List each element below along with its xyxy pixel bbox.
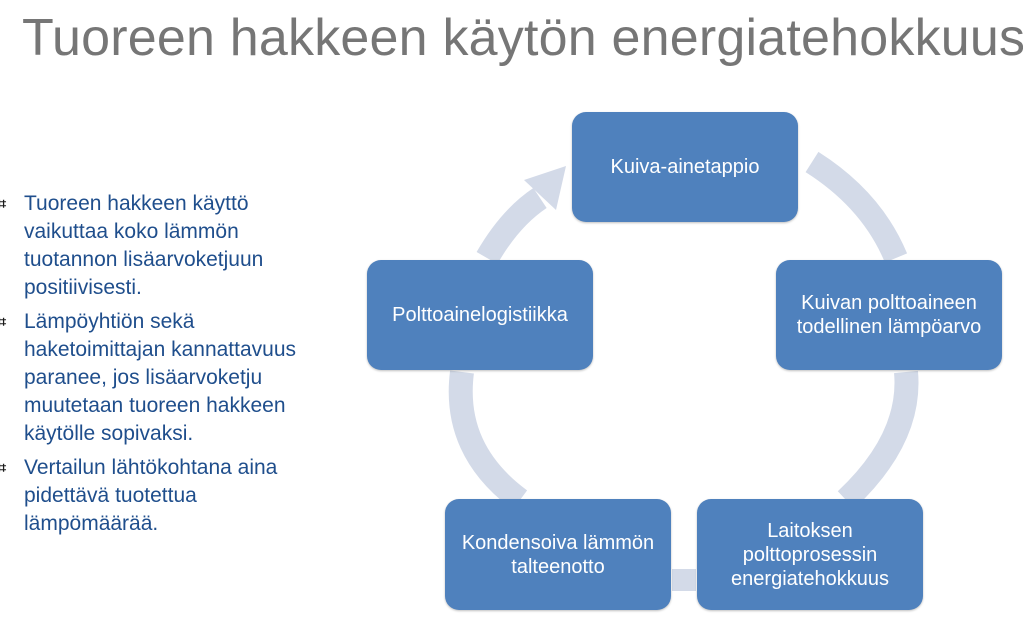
bullet-list: ⌗ Tuoreen hakkeen käyttö vaikuttaa koko … [0,190,320,544]
node-label: Kuiva-ainetappio [610,156,760,178]
bullet-text: Lämpöyhtiön sekä haketoimittajan kannatt… [24,310,297,445]
cycle-arc-top-left [476,188,547,265]
bullet-text: Tuoreen hakkeen käyttö vaikuttaa koko lä… [24,192,264,299]
node-label: Polttoainelogistiikka [392,304,568,326]
cycle-arc-top-right [805,151,908,263]
bullet-item: ⌗ Tuoreen hakkeen käyttö vaikuttaa koko … [0,190,320,302]
node-label: Kuivan polttoaineen todellinen lämpöarvo [796,292,982,338]
cycle-node-energiatehokkuus: Laitoksen polttoprosessin energiatehokku… [697,499,923,610]
node-label: Laitoksen polttoprosessin energiatehokku… [731,519,889,590]
cycle-node-kuiva-ainetappio: Kuiva-ainetappio [572,112,798,222]
cycle-node-polttoainelogistiikka: Polttoainelogistiikka [367,260,593,370]
bullet-text: Vertailun lähtökohtana aina pidettävä tu… [24,456,278,535]
bullet-marker-icon: ⌗ [0,314,7,331]
node-label: Kondensoiva lämmön talteenotto [461,531,655,578]
slide-title: Tuoreen hakkeen käytön energiatehokkuus [22,9,1023,67]
bullet-marker-icon: ⌗ [0,460,7,477]
cycle-node-lammon-talteenotto: Kondensoiva lämmön talteenotto [445,499,671,610]
bullet-marker-icon: ⌗ [0,196,7,213]
cycle-arc-right [837,370,919,509]
bullet-item: ⌗ Vertailun lähtökohtana aina pidettävä … [0,454,320,538]
cycle-arrowhead-icon [524,166,566,210]
cycle-arc-left [448,370,528,510]
bullet-item: ⌗ Lämpöyhtiön sekä haketoimittajan kanna… [0,308,320,448]
cycle-node-lampoarvo: Kuivan polttoaineen todellinen lämpöarvo [776,260,1002,370]
